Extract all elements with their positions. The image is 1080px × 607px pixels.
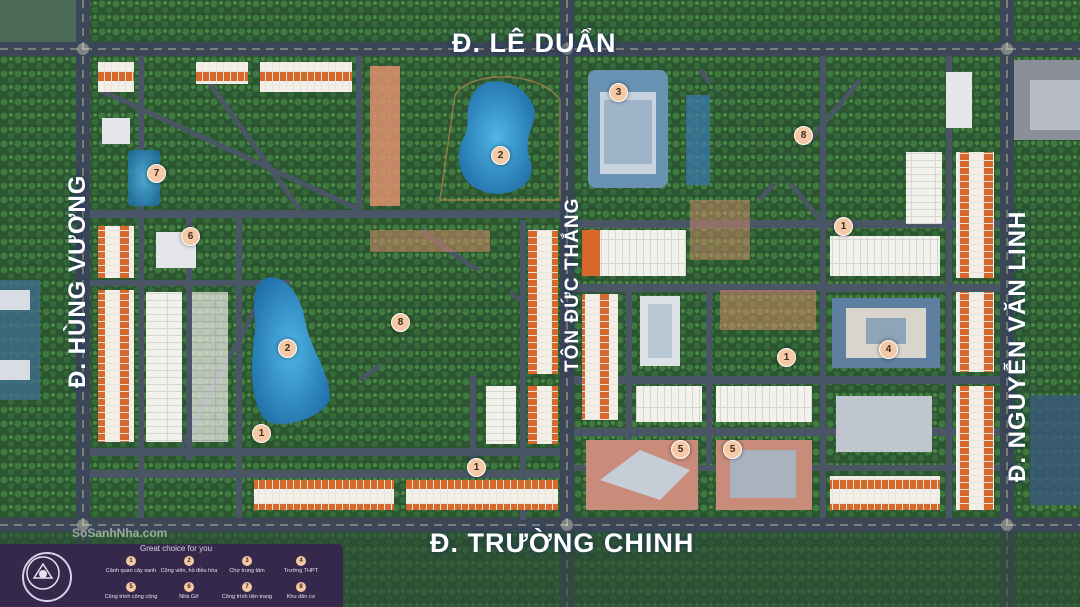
marker-5[interactable]: 5	[723, 440, 742, 459]
public-building-c	[836, 396, 932, 452]
parkland	[380, 64, 810, 370]
brand-logo-icon	[22, 552, 72, 602]
marker-2[interactable]: 2	[491, 146, 510, 165]
marker-6[interactable]: 6	[181, 227, 200, 246]
watermark: SoSanhNha.com	[72, 526, 168, 540]
marker-8[interactable]: 8	[391, 313, 410, 332]
marker-1[interactable]: 1	[252, 424, 271, 443]
road-label-nguyen-van-linh: Đ. NGUYỄN VĂN LINH	[1004, 210, 1031, 482]
apartment-blocks	[102, 72, 972, 366]
row-houses	[98, 62, 994, 510]
road-label-hung-vuong: Đ. HÙNG VƯƠNG	[64, 174, 91, 388]
villas	[370, 66, 816, 330]
marker-5[interactable]: 5	[671, 440, 690, 459]
marker-8[interactable]: 8	[794, 126, 813, 145]
marker-3[interactable]: 3	[609, 83, 628, 102]
marker-7[interactable]: 7	[147, 164, 166, 183]
marker-2[interactable]: 2	[278, 339, 297, 358]
lake-2-north	[458, 81, 535, 194]
outer-districts	[0, 0, 1080, 505]
marker-1[interactable]: 1	[777, 348, 796, 367]
road-label-ton-duc-thang: TÔN ĐỨC THẮNG	[562, 197, 583, 372]
road-label-le-duan: Đ. LÊ DUẨN	[452, 28, 617, 58]
marker-1[interactable]: 1	[467, 458, 486, 477]
marker-4[interactable]: 4	[879, 340, 898, 359]
road-label-truong-chinh: Đ. TRƯỜNG CHINH	[430, 528, 695, 558]
street-lights	[77, 43, 1013, 531]
marker-1[interactable]: 1	[834, 217, 853, 236]
legend-tagline: Great choice for you	[140, 544, 213, 553]
